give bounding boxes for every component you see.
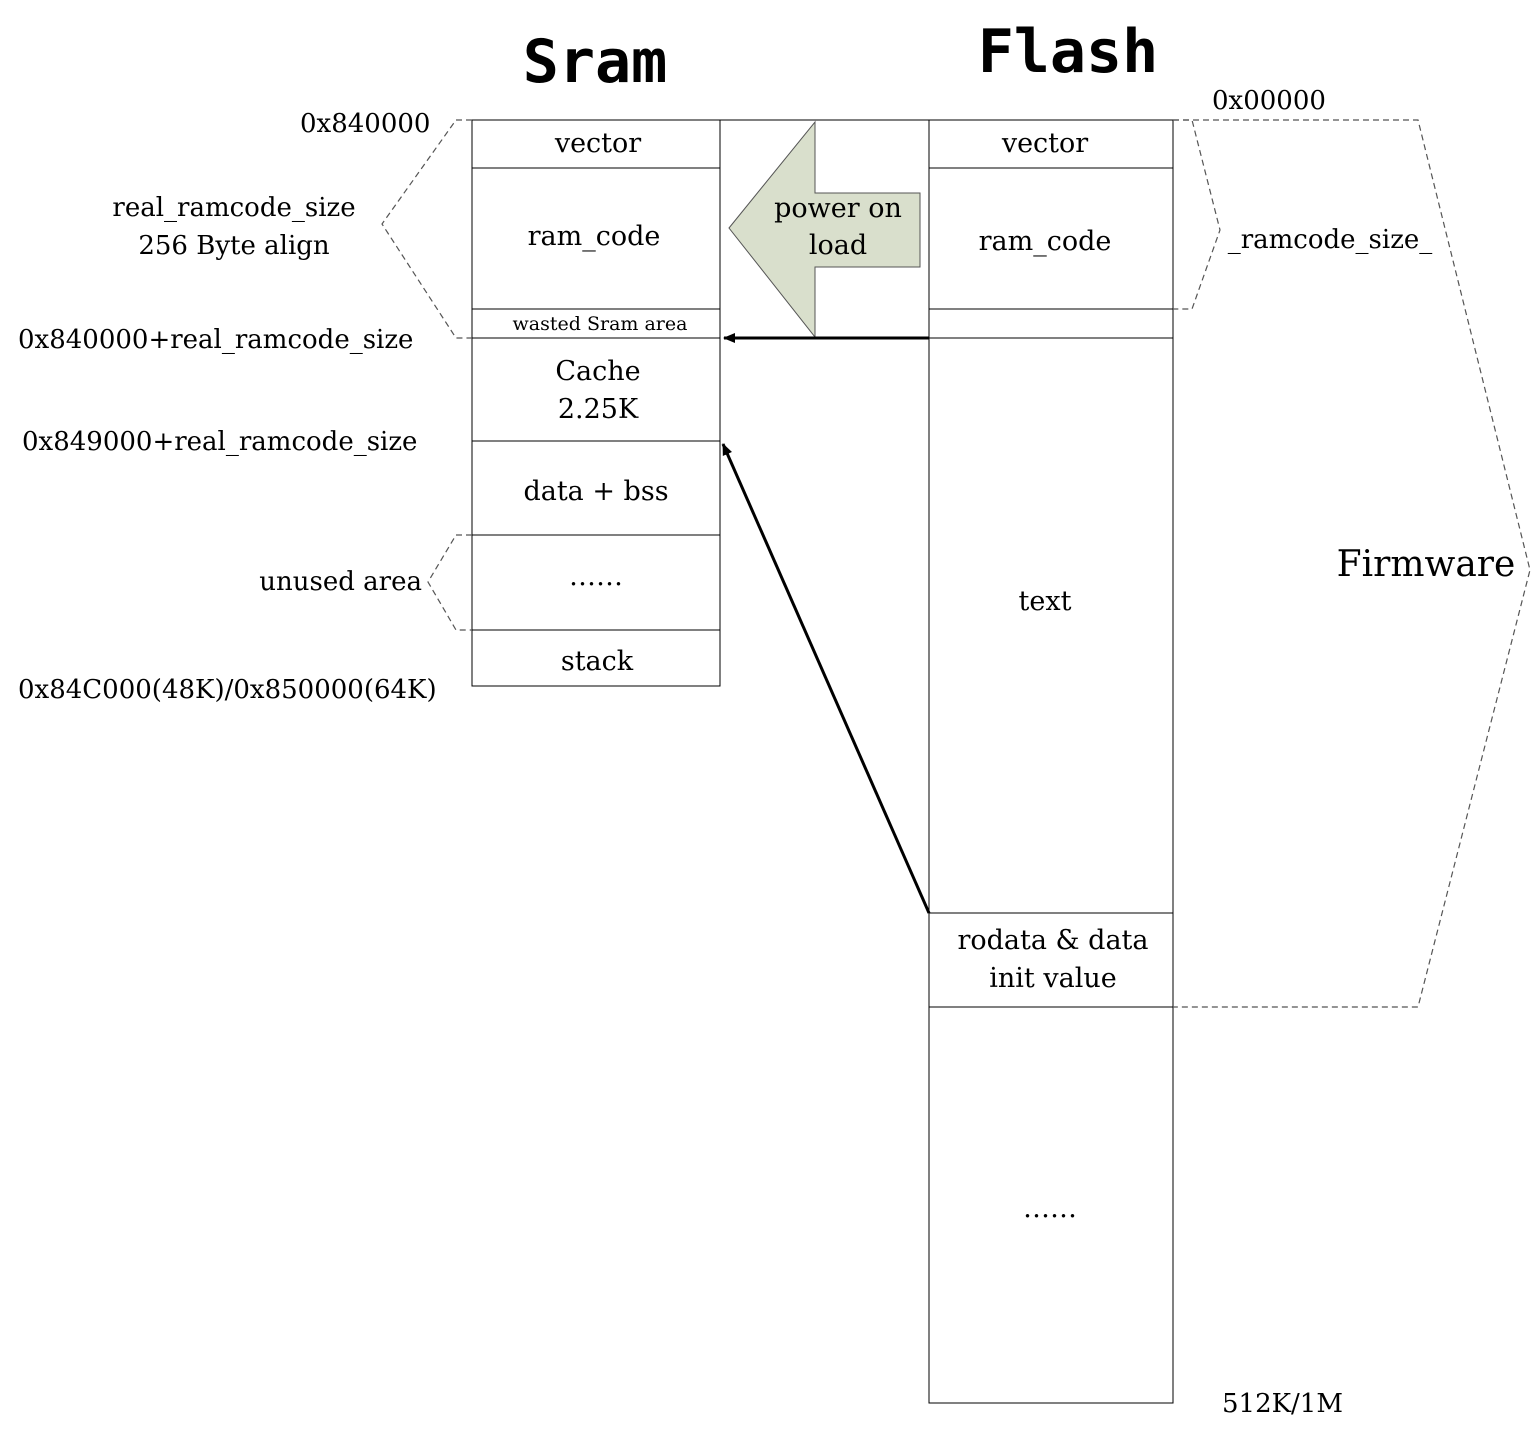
flash-ramcode-cell [928, 167, 1174, 310]
flash-ramcode-brace [1173, 119, 1221, 310]
flash-gap-cell [928, 308, 1174, 339]
power-on-label: power on [774, 193, 902, 224]
load-label: load [809, 230, 867, 261]
firmware-brace [1173, 119, 1531, 1008]
flash-vector-label: vector [1001, 128, 1088, 159]
flash-vector-cell [928, 119, 1174, 169]
flash-text-label: text [1019, 586, 1072, 617]
sram-unused-cell [471, 534, 721, 631]
unused-area-brace [427, 534, 472, 631]
flash-rodata-label: rodata & data [957, 925, 1148, 956]
sram-title: Sram [523, 27, 668, 97]
sram-vector-cell [471, 119, 721, 169]
sram-stack-cell [471, 629, 721, 687]
ramcode-size-brace [381, 119, 472, 339]
sram-end-address: 0x84C000(48K)/0x850000(64K) [18, 675, 437, 705]
flash-free-cell [928, 1006, 1174, 1404]
flash-text-cell [928, 337, 1174, 914]
sram-data-bss-cell [471, 440, 721, 536]
power-on-load-arrow [728, 120, 921, 339]
flash-dots-label: …… [1023, 1193, 1077, 1224]
firmware-label: Firmware [1337, 544, 1516, 585]
sram-wasted-cell [471, 308, 721, 339]
flash-column: vector ram_code text rodata & data init … [928, 119, 1174, 1404]
flash-start-address: 0x00000 [1212, 86, 1326, 116]
byte-align-label: 256 Byte align [138, 231, 330, 261]
sram-ramcode-cell [471, 167, 721, 310]
rodata-to-data-bss-arrow [721, 443, 931, 914]
sram-stack-label: stack [561, 646, 634, 677]
sram-data-bss-label: data + bss [523, 476, 668, 507]
sram-wasted-label: wasted Sram area [513, 313, 688, 335]
unused-area-label: unused area [259, 567, 422, 597]
sram-dots-label: …… [569, 561, 623, 592]
sram-column: vector ram_code wasted Sram area Cache 2… [471, 119, 721, 687]
real-ramcode-size-label: real_ramcode_size [112, 193, 355, 223]
sram-vector-label: vector [554, 128, 641, 159]
flash-ramcode-label: ram_code [979, 226, 1112, 257]
sram-cache-size: 2.25K [558, 394, 639, 425]
ramcode-size-label: _ramcode_size_ [1228, 225, 1433, 255]
flash-rodata-cell [928, 912, 1174, 1008]
sram-after-cache-address: 0x849000+real_ramcode_size [22, 427, 417, 457]
sram-ramcode-label: ram_code [528, 221, 661, 252]
sram-cache-cell [471, 337, 721, 442]
flash-init-value-label: init value [989, 963, 1116, 994]
flash-end-address: 512K/1M [1222, 1389, 1343, 1419]
sram-cache-label: Cache [555, 356, 640, 387]
sram-after-ramcode-address: 0x840000+real_ramcode_size [18, 325, 413, 355]
sram-start-address: 0x840000 [300, 109, 430, 139]
flash-title: Flash [978, 17, 1159, 87]
